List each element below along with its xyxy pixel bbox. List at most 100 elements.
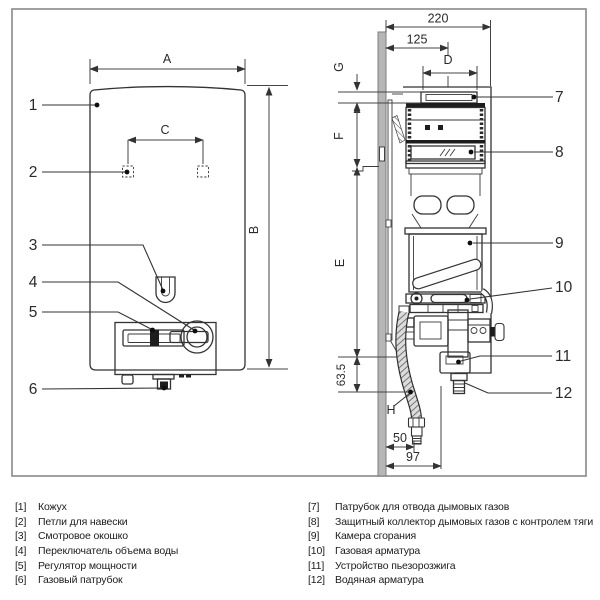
legend-label: Патрубок для отвода дымовых газов	[335, 501, 510, 513]
legend-label: Устройство пьезорозжига	[335, 559, 456, 572]
hose-fitting	[407, 417, 426, 445]
legend-right-column: [7] Патрубок для отвода дымовых газов [8…	[308, 501, 598, 589]
legend-item-7: [7] Патрубок для отвода дымовых газов	[308, 501, 598, 516]
piezo-button	[494, 322, 505, 342]
legend-label: Водяная арматура	[335, 574, 424, 587]
burner-section	[405, 160, 486, 229]
legend-item-11: [11] Устройство пьезорозжига	[308, 560, 598, 575]
legend-item-8: [8] Защитный коллектор дымовых газов с к…	[308, 516, 598, 531]
slider-knob	[150, 330, 159, 346]
side-view: 220 125 D	[332, 12, 573, 477]
legend-number: [11]	[308, 559, 325, 572]
casing-outline	[89, 85, 246, 371]
gas-hose	[395, 305, 426, 445]
legend-label: Регулятор мощности	[38, 559, 137, 572]
legend-label: Петли для навески	[38, 515, 128, 528]
dim-label-H: H	[386, 403, 395, 417]
dim-125: 125	[385, 33, 449, 56]
legend-number: [4]	[15, 545, 27, 558]
callout-12: 12	[464, 382, 572, 402]
dim-B: B	[247, 85, 288, 370]
front-view: A B C	[29, 52, 288, 398]
callout-3-label: 3	[29, 237, 38, 254]
power-knob	[180, 320, 214, 354]
legend-item-3: [3] Смотровое окошко	[15, 530, 305, 545]
callout-11: 11	[456, 348, 571, 365]
callout-5-label: 5	[29, 304, 38, 321]
dim-label-97: 97	[406, 450, 420, 464]
legend-item-10: [10] Газовая арматура	[308, 545, 598, 560]
wall-hanger-tab	[379, 146, 385, 162]
legend-label: Смотровое окошко	[38, 530, 128, 543]
callout-4-label: 4	[29, 274, 38, 291]
dim-C: C	[127, 123, 204, 164]
combustion-chamber	[404, 227, 487, 293]
legend-number: [6]	[15, 574, 27, 587]
callout-5: 5	[29, 304, 155, 333]
hanging-hooks	[122, 165, 209, 178]
callout-8: 8	[468, 144, 564, 161]
dim-label-B: B	[247, 226, 261, 234]
dim-label-E: E	[333, 259, 347, 267]
legend-item-4: [4] Переключатель объема воды	[15, 545, 305, 560]
callout-2: 2	[29, 164, 130, 181]
callout-2-label: 2	[29, 164, 38, 181]
legend-number: [8]	[308, 515, 320, 528]
legend-label: Кожух	[38, 501, 67, 513]
dim-label-50: 50	[393, 431, 407, 445]
legend-number: [9]	[308, 530, 320, 543]
callout-1-label: 1	[29, 97, 38, 114]
dim-label-G: G	[332, 62, 346, 72]
control-panel	[114, 320, 217, 376]
legend-item-1: [1] Кожух	[15, 501, 305, 516]
dim-A: A	[89, 52, 246, 84]
legend-number: [1]	[15, 501, 27, 513]
callout-7-label: 7	[555, 89, 564, 106]
side-callouts: 7 8 9 10 11 12	[456, 89, 573, 402]
legend-label: Газовая арматура	[335, 545, 421, 558]
legend-number: [10]	[308, 545, 325, 558]
side-casing-outline	[403, 86, 492, 374]
dim-D: D	[422, 53, 478, 90]
callout-9-label: 9	[555, 235, 564, 252]
legend-number: [2]	[15, 515, 27, 528]
dim-label-A: A	[163, 52, 172, 66]
callout-3: 3	[29, 237, 166, 294]
dim-label-F: F	[332, 132, 346, 140]
legend-item-12: [12] Водяная арматура	[308, 574, 598, 589]
legend-number: [7]	[308, 501, 320, 513]
dim-label-D: D	[443, 53, 452, 67]
callout-1: 1	[29, 97, 100, 114]
bottom-fittings	[121, 373, 191, 390]
callout-7: 7	[471, 89, 564, 106]
callout-4: 4	[29, 274, 198, 334]
front-callouts: 1 2 3 4 5 6	[29, 97, 198, 398]
legend-number: [3]	[15, 530, 27, 543]
callout-8-label: 8	[555, 144, 564, 161]
dim-97: 97	[385, 386, 442, 470]
legend-item-9: [9] Камера сгорания	[308, 530, 598, 545]
dim-H: H	[386, 389, 413, 417]
heat-exchanger	[391, 103, 486, 165]
dim-label-220: 220	[428, 12, 449, 26]
dim-50: 50	[385, 431, 415, 453]
legend-label: Камера сгорания	[335, 530, 417, 543]
callout-12-label: 12	[555, 385, 572, 402]
dim-label-125: 125	[407, 33, 428, 47]
legend-left-column: [1] Кожух [2] Петли для навески [3] Смот…	[15, 501, 305, 589]
legend-label: Переключатель объема воды	[38, 545, 179, 558]
dim-chain-left: G F E 63.5	[332, 62, 421, 393]
legend-label: Защитный коллектор дымовых газов с контр…	[335, 515, 594, 528]
callout-11-label: 11	[555, 348, 571, 365]
legend-number: [5]	[15, 559, 27, 572]
legend-item-6: [6] Газовый патрубок	[15, 574, 305, 589]
dim-220: 220	[385, 12, 492, 86]
legend-item-5: [5] Регулятор мощности	[15, 560, 305, 575]
water-connection	[450, 372, 468, 395]
callout-6-label: 6	[29, 381, 38, 398]
legend-label: Газовый патрубок	[38, 574, 123, 587]
mounting-wall	[377, 31, 387, 477]
callout-10: 10	[464, 279, 573, 303]
